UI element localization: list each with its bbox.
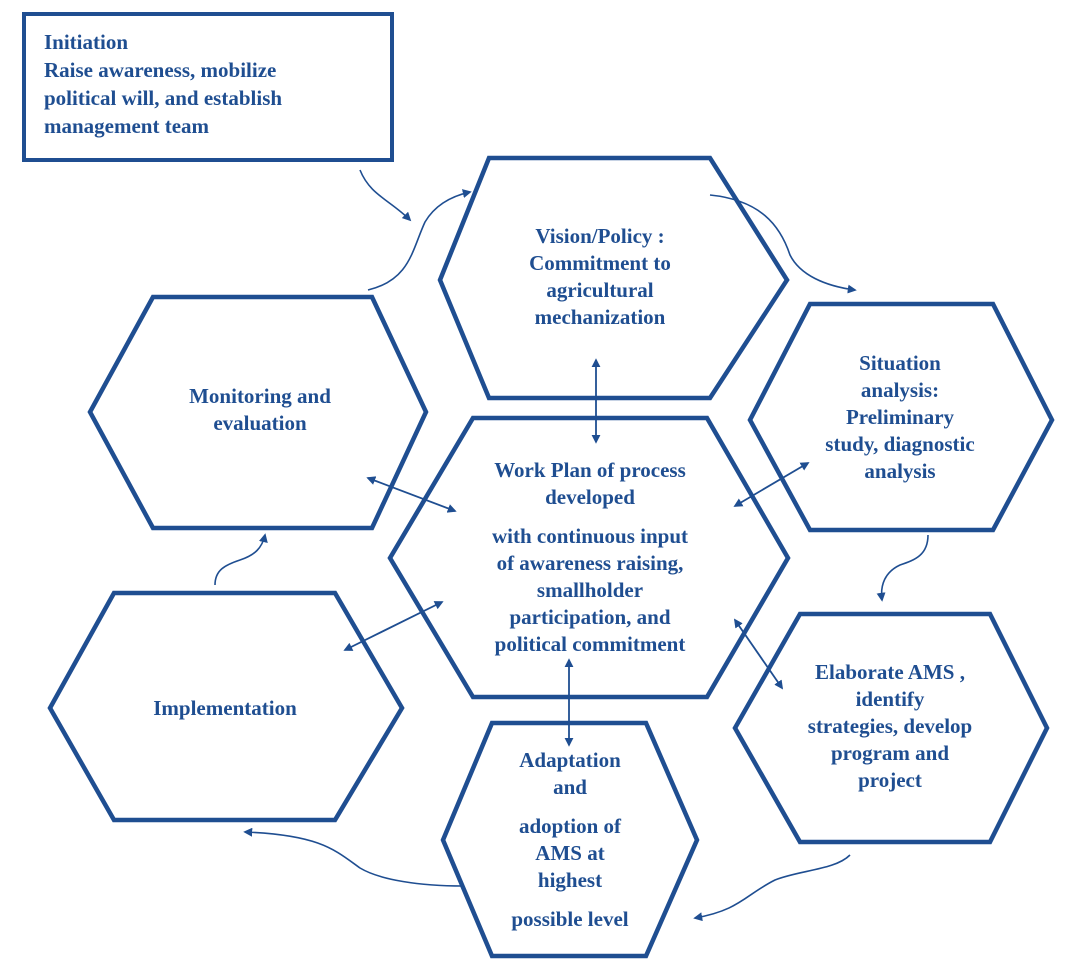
situation-label: Situation analysis: Preliminary study, d… [780, 345, 1020, 490]
workplan-line2: developed [545, 485, 635, 509]
elaborate-line5: project [858, 767, 922, 792]
vision-line1: Vision/Policy : [535, 224, 665, 248]
connector-situation-workplan [733, 462, 810, 507]
vision-hexagon [437, 155, 790, 401]
arrow-monitoring-to-vision [367, 189, 472, 291]
elaborate-label: Elaborate AMS , identify strategies, dev… [765, 655, 1015, 797]
situation-hexagon [747, 301, 1055, 533]
monitoring-line2: evaluation [213, 411, 307, 435]
implementation-line1: Implementation [153, 695, 297, 720]
implementation-label: Implementation [100, 692, 350, 724]
monitoring-label: Monitoring and evaluation [140, 380, 380, 440]
adaptation-label: Adaptation and adoption of AMS at highes… [455, 740, 685, 940]
situation-line1: Situation [859, 351, 941, 375]
arrow-initiation-to-cycle [359, 169, 412, 222]
arrow-adaptation-to-implementation [243, 827, 464, 887]
initiation-line1: Raise awareness, mobilize [44, 58, 277, 82]
vision-label: Vision/Policy : Commitment to agricultur… [470, 218, 730, 336]
workplan-line4: of awareness raising, [496, 551, 684, 575]
adaptation-line1: Adaptation [519, 748, 621, 772]
workplan-line1: Work Plan of process [494, 458, 686, 482]
adaptation-line5: highest [537, 868, 603, 892]
situation-line5: analysis [864, 459, 936, 483]
elaborate-line1: Elaborate AMS , [815, 659, 965, 684]
monitoring-hexagon [87, 294, 429, 531]
adaptation-line2: and [553, 775, 587, 799]
arrow-situation-to-elaborate [876, 534, 929, 602]
workplan-label: Work Plan of process developed with cont… [430, 450, 750, 665]
situation-line2: analysis: [860, 378, 940, 402]
arrow-implementation-to-monitoring [214, 533, 268, 586]
adaptation-hexagon [440, 720, 700, 959]
initiation-box [22, 12, 394, 162]
workplan-line3: with continuous input [491, 524, 689, 548]
vision-line3: agricultural [546, 278, 654, 302]
arrow-elaborate-to-adaptation [693, 854, 851, 922]
initiation-line2: political will, and establish [44, 86, 283, 110]
vision-line2: Commitment to [529, 251, 671, 275]
monitoring-line1: Monitoring and [189, 384, 331, 408]
situation-line3: Preliminary [845, 405, 955, 429]
connector-implementation-workplan [343, 601, 444, 651]
arrow-vision-to-situation [709, 194, 857, 294]
adaptation-line4: AMS at [535, 841, 605, 865]
situation-line4: study, diagnostic [825, 432, 975, 456]
initiation-title: Initiation [44, 30, 129, 54]
adaptation-line3: adoption of [518, 814, 622, 838]
elaborate-hexagon [732, 611, 1050, 845]
initiation-text: Initiation Raise awareness, mobilize pol… [44, 28, 384, 140]
workplan-line5: smallholder [536, 578, 644, 602]
initiation-line3: management team [44, 114, 210, 138]
workplan-line7: political commitment [494, 632, 686, 656]
elaborate-line2: identify [855, 686, 925, 711]
connector-monitoring-workplan [366, 476, 457, 513]
vision-line4: mechanization [534, 305, 666, 329]
implementation-hexagon [47, 590, 405, 823]
elaborate-line4: program and [830, 740, 950, 765]
adaptation-line6: possible level [511, 907, 629, 931]
workplan-hexagon [387, 415, 791, 700]
elaborate-line3: strategies, develop [807, 713, 973, 738]
workplan-line6: participation, and [509, 605, 671, 629]
connector-elaborate-workplan [733, 618, 784, 690]
